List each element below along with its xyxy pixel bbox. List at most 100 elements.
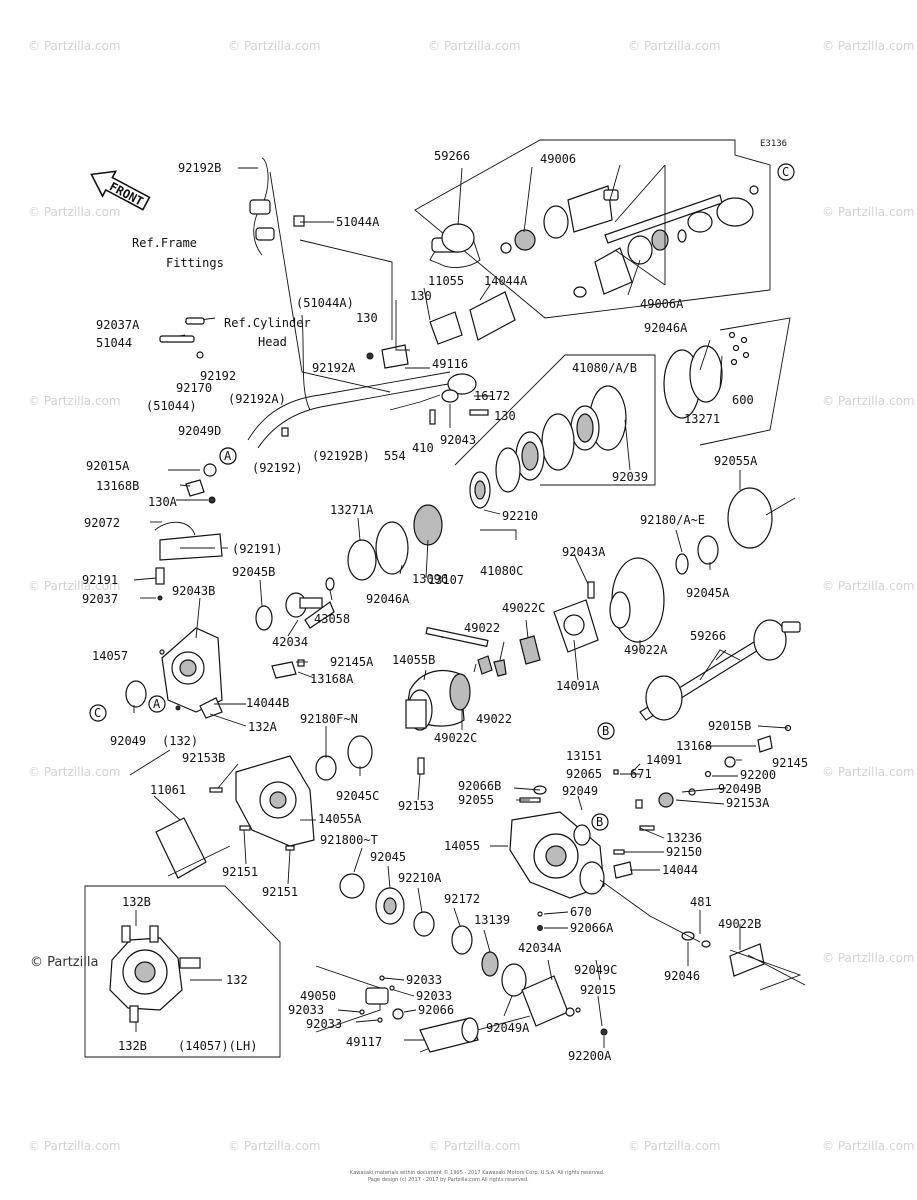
part-number: 92049D	[178, 424, 221, 438]
leader-lines	[133, 164, 789, 1048]
part-number: 14055B	[392, 653, 435, 667]
part-number: 14057	[92, 649, 128, 663]
part-number: (92192B)	[312, 449, 370, 463]
watermark-corner: © Partzilla	[30, 955, 98, 970]
part-number: 92033	[416, 989, 452, 1003]
part-number: 92170	[176, 381, 212, 395]
ref-circle-a	[219, 447, 237, 465]
part-number: 49117	[346, 1035, 382, 1049]
part-number: 92045C	[336, 789, 379, 803]
watermark: © Partzilla.com	[822, 579, 915, 593]
part-number: 92015	[580, 983, 616, 997]
part-number: 92192B	[178, 161, 221, 175]
part-number: 14055	[444, 839, 480, 853]
part-number: 49022	[476, 712, 512, 726]
part-number: 92145A	[330, 655, 374, 669]
part-number: 92066A	[570, 921, 614, 935]
part-number: (132)	[162, 734, 198, 748]
part-number: 481	[690, 895, 712, 909]
gear-case-14057	[125, 627, 305, 719]
part-number: 14091A	[556, 679, 600, 693]
part-labels: 92192B 51044A (51044A) 92037A 51044 9217…	[82, 149, 808, 1063]
front-drive-shaft-group	[414, 139, 771, 319]
part-number: 42034A	[518, 941, 562, 955]
ref-frame-line1: Ref.Frame	[132, 236, 197, 250]
part-number: 92015B	[708, 719, 751, 733]
part-number: 410	[412, 441, 434, 455]
part-number: 92172	[444, 892, 480, 906]
part-number: 14055A	[318, 812, 362, 826]
part-number: 13168B	[96, 479, 139, 493]
part-number: 132	[226, 973, 248, 987]
part-number: (51044A)	[296, 296, 354, 310]
bracket-14044a	[366, 291, 516, 425]
ring-bearing-group	[663, 317, 791, 446]
copyright-line: Page design (c) 2017 - 2017 by Partzilla…	[368, 1177, 529, 1183]
part-number: 92192	[200, 369, 236, 383]
left-small-parts	[154, 447, 443, 631]
part-number: 49006	[540, 152, 576, 166]
watermark: © Partzilla.com	[28, 205, 121, 219]
part-number: 92015A	[86, 459, 130, 473]
bottom-center-parts	[339, 873, 608, 1053]
u-joint-group	[315, 965, 479, 1053]
part-number: 14044A	[484, 274, 528, 288]
part-number: 92191	[82, 573, 118, 587]
part-number: 41080/A/B	[572, 361, 637, 375]
part-number: 92151	[262, 885, 298, 899]
part-number: 92045A	[686, 586, 730, 600]
part-number: 92065	[566, 767, 602, 781]
watermark: © Partzilla.com	[28, 1139, 121, 1153]
part-number: 49022B	[718, 917, 761, 931]
part-number: 130	[494, 409, 516, 423]
case-14055	[509, 769, 643, 931]
part-number: (92192)	[252, 461, 303, 475]
part-number: 14091	[646, 753, 682, 767]
part-number: 49116	[432, 357, 468, 371]
part-number: 92192A	[312, 361, 356, 375]
part-number: 92049A	[486, 1021, 530, 1035]
inset-14057-lh	[84, 885, 281, 1058]
part-number: 51044A	[336, 215, 380, 229]
ref-circle-c2	[89, 704, 107, 722]
part-number: 49050	[300, 989, 336, 1003]
part-number: 92046A	[366, 592, 410, 606]
ref-circle-b2-label: B	[596, 815, 603, 829]
part-number: 49022C	[502, 601, 545, 615]
part-number: 49022	[464, 621, 500, 635]
ref-circle-a2	[148, 695, 166, 713]
ref-circle-c2-label: C	[94, 706, 101, 720]
part-number: (92191)	[232, 542, 283, 556]
part-number: 13271A	[330, 503, 374, 517]
part-number: 92153	[398, 799, 434, 813]
right-small-parts	[599, 724, 806, 991]
part-number: 92066B	[458, 779, 501, 793]
part-number: 13168	[676, 739, 712, 753]
part-number: 13151	[566, 749, 602, 763]
ref-circle-b	[597, 722, 615, 740]
watermark-layer: © Partzilla.com © Partzilla.com © Partzi…	[28, 39, 915, 1153]
part-number: 92049B	[718, 782, 761, 796]
part-number: 92151	[222, 865, 258, 879]
part-number: 49022A	[624, 643, 668, 657]
part-number: 92210A	[398, 871, 442, 885]
watermark: © Partzilla.com	[822, 394, 915, 408]
part-number: 92039	[612, 470, 648, 484]
part-number: 92145	[772, 756, 808, 770]
part-number: 92037	[82, 592, 118, 606]
part-number: 130	[410, 289, 432, 303]
part-number: (14057)(LH)	[178, 1039, 257, 1053]
part-number: 11055	[428, 274, 464, 288]
part-number: 16172	[474, 389, 510, 403]
part-number: (92192A)	[228, 392, 286, 406]
watermark: © Partzilla.com	[28, 394, 121, 408]
part-number: 92045B	[232, 565, 275, 579]
ref-circle-b-label: B	[602, 724, 609, 738]
part-number: 92049	[110, 734, 146, 748]
part-number: 59266	[690, 629, 726, 643]
ref-frame-line2: Fittings	[166, 256, 224, 270]
watermark: © Partzilla.com	[822, 205, 915, 219]
part-number: 92180/A~E	[640, 513, 705, 527]
part-number: 671	[630, 767, 652, 781]
part-number: 49022C	[434, 731, 477, 745]
